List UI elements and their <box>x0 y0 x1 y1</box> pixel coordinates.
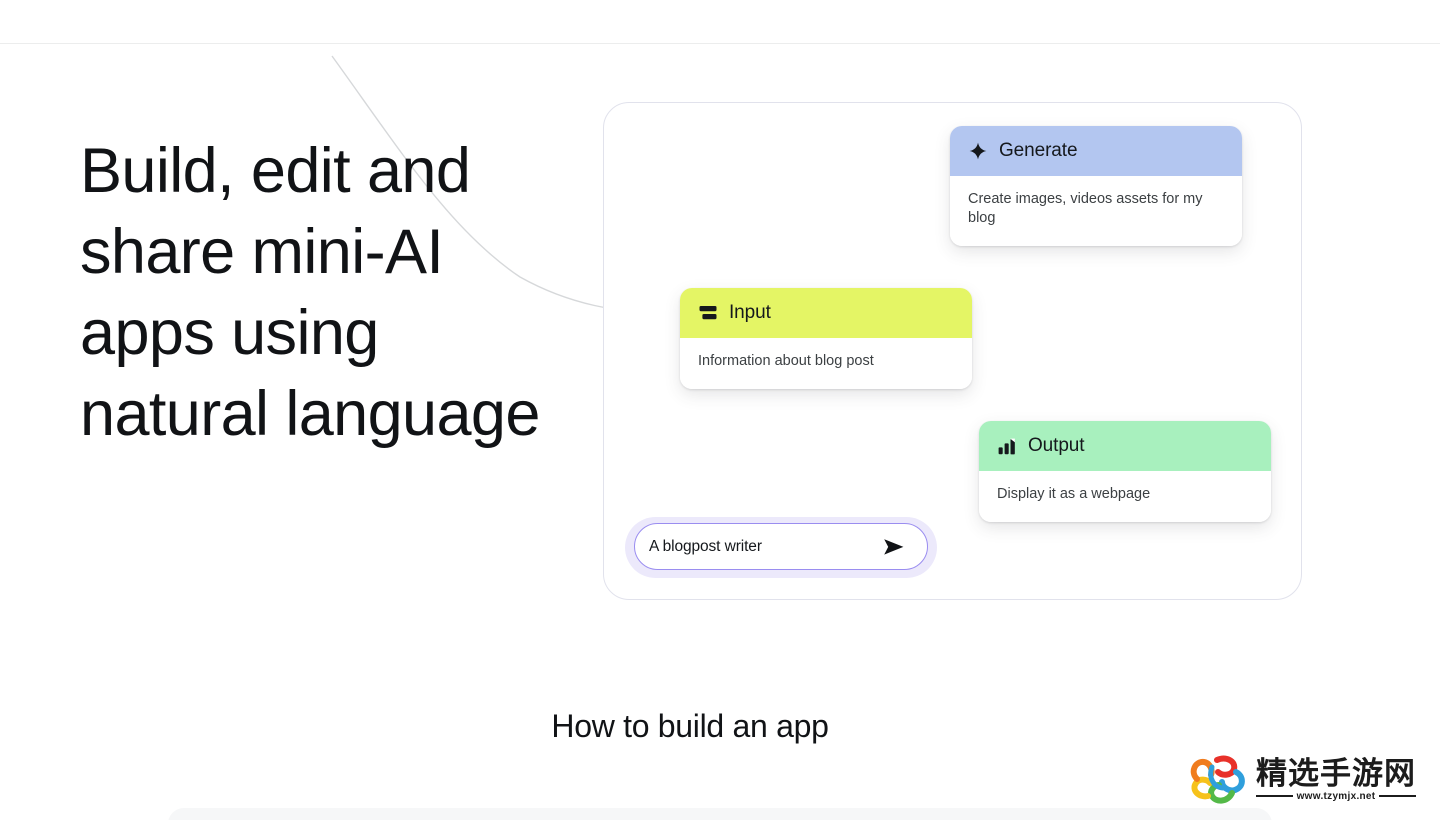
watermark-logo-icon <box>1184 752 1250 806</box>
watermark-rule-left <box>1256 795 1293 797</box>
flow-node-input-header: Input <box>680 288 972 338</box>
flow-node-generate-body: Create images, videos assets for my blog <box>950 176 1242 246</box>
watermark-url: www.tzymjx.net <box>1296 790 1376 802</box>
bottom-preview-panel <box>168 808 1272 820</box>
flow-node-input[interactable]: Input Information about blog post <box>680 288 972 389</box>
prompt-input[interactable]: A blogpost writer <box>634 523 928 570</box>
sparkle-icon <box>968 141 988 161</box>
flow-node-output[interactable]: Output Display it as a webpage <box>979 421 1271 522</box>
watermark: 精选手游网 www.tzymjx.net <box>1184 748 1432 810</box>
flow-node-generate-description: Create images, videos assets for my blog <box>968 191 1203 226</box>
flow-node-generate-title: Generate <box>999 140 1078 161</box>
flow-node-input-description: Information about blog post <box>698 353 874 369</box>
flow-node-output-body: Display it as a webpage <box>979 471 1271 522</box>
flow-node-generate-header: Generate <box>950 126 1242 176</box>
send-arrow-icon[interactable] <box>881 536 907 558</box>
bar-chart-icon <box>997 436 1017 456</box>
watermark-rule-right <box>1379 795 1416 797</box>
flow-node-output-header: Output <box>979 421 1271 471</box>
top-bar <box>0 0 1440 44</box>
flow-node-output-description: Display it as a webpage <box>997 486 1151 502</box>
watermark-url-row: www.tzymjx.net <box>1256 791 1416 802</box>
watermark-site-name: 精选手游网 <box>1256 755 1416 792</box>
page-title: Build, edit and share mini-AI apps using… <box>80 136 540 449</box>
section-caption: How to build an app <box>551 708 829 744</box>
flow-node-input-title: Input <box>729 302 771 323</box>
watermark-text: 精选手游网 www.tzymjx.net <box>1256 757 1416 802</box>
flow-node-generate[interactable]: Generate Create images, videos assets fo… <box>950 126 1242 246</box>
flow-node-input-body: Information about blog post <box>680 338 972 389</box>
flow-node-output-title: Output <box>1028 435 1085 456</box>
prompt-input-value[interactable]: A blogpost writer <box>649 537 762 555</box>
stacked-bars-icon <box>698 303 718 323</box>
